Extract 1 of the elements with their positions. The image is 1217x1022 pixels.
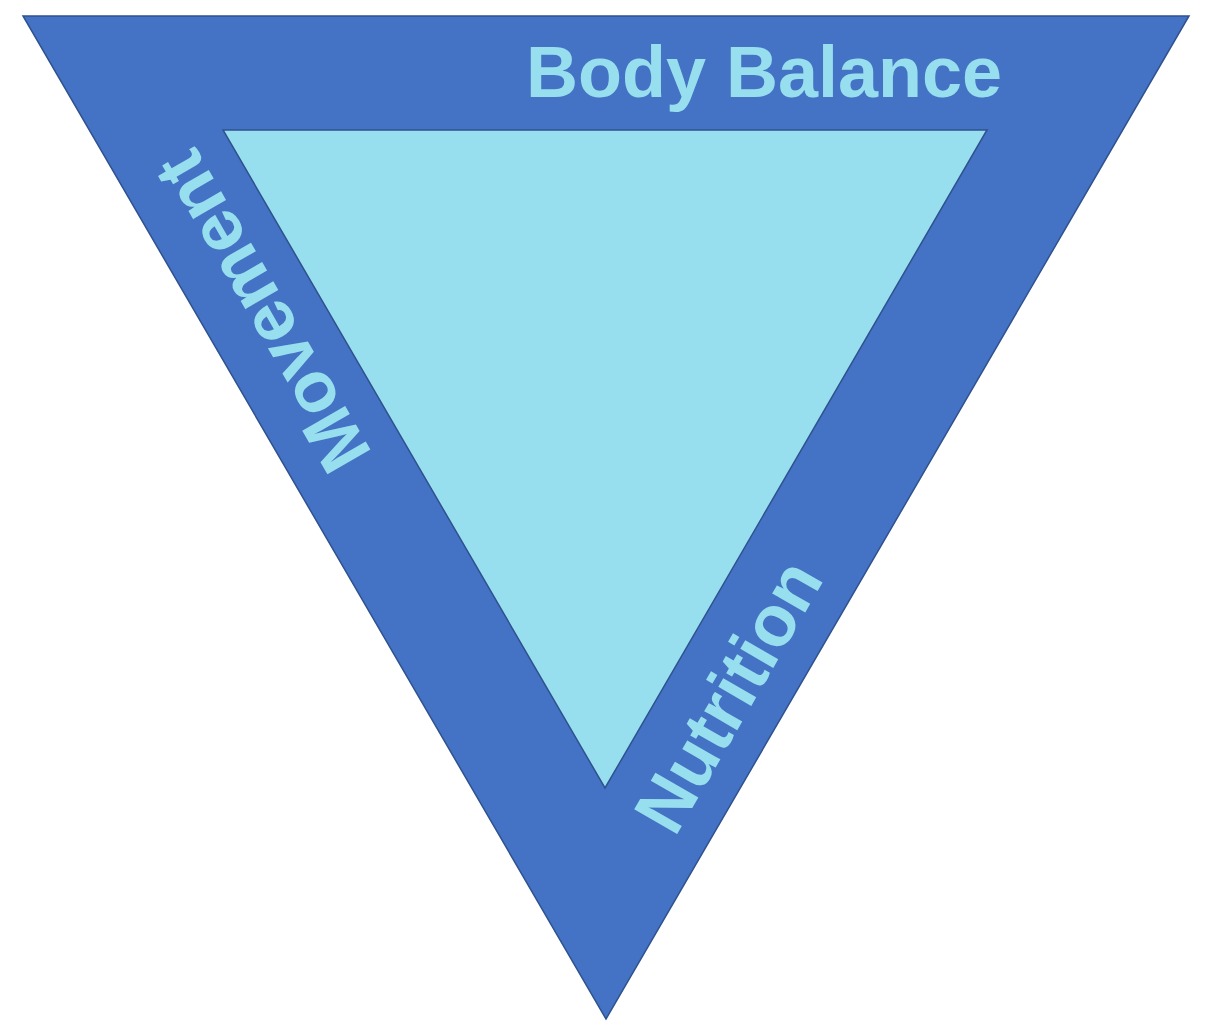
outer-triangle [22, 15, 1190, 1020]
